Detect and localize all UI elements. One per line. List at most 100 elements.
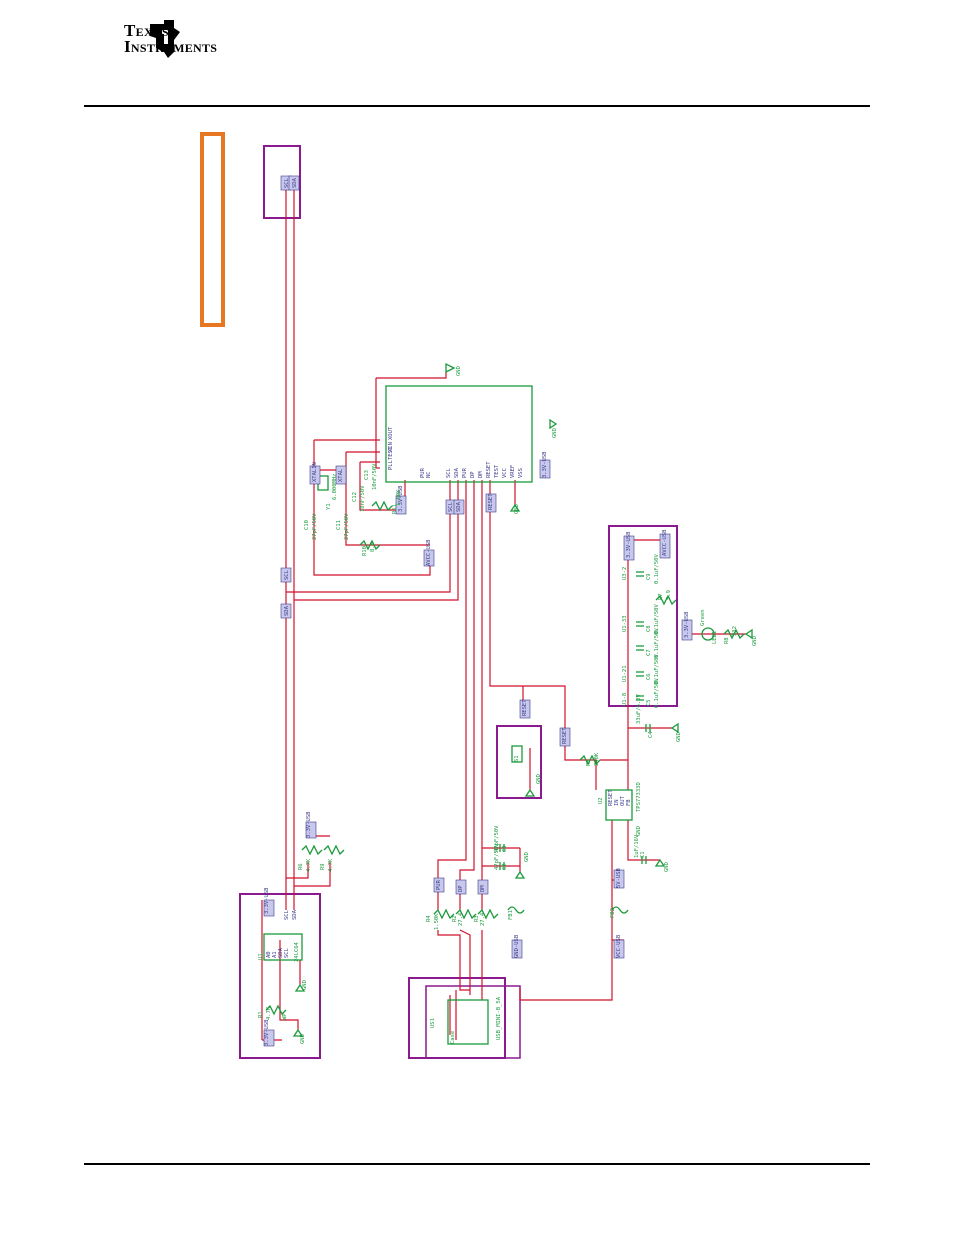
switch-net-label: RESET (522, 699, 528, 716)
mcu-reset-label: RESET (488, 493, 494, 510)
top-sda-label: SDA (292, 177, 298, 188)
c1-value: 1uF/16V (634, 834, 640, 858)
ground-symbols (292, 362, 753, 1037)
regulator-body (605, 789, 633, 821)
switch-symbol (511, 745, 523, 763)
regulator-ref: U2 (598, 797, 604, 804)
resistor-r2 (455, 908, 477, 920)
resistor-r8 (723, 628, 745, 640)
decoupling-title-4: U3-2 (622, 567, 628, 580)
bus-scl-label: SCL (284, 569, 290, 580)
decoupling-title-3: U1-33 (622, 615, 628, 632)
mcu-bpin-0: SCL (446, 467, 452, 478)
company-name: Texas Instruments (124, 22, 218, 56)
usb-pur-label: PUR (436, 879, 442, 890)
led-ref: LED1 (712, 631, 718, 644)
r10-value: 8.8 (370, 542, 376, 552)
decoupling-title-1: U1-8 (622, 693, 628, 706)
gnd-label-3: GND (514, 504, 520, 514)
r11-ref: R11 (392, 504, 398, 514)
crystal-value: 6.000MHz (332, 474, 338, 501)
mcu-body (385, 385, 533, 483)
regulator-pin-0: RESET (608, 789, 614, 806)
logo-line-2: Instruments (124, 37, 218, 56)
r1-ref: R1 (258, 1011, 264, 1018)
ferrite-fb1 (507, 906, 525, 914)
c9-value: 0.1uF/50V (654, 554, 660, 584)
c13-value: 10nF/50V (372, 463, 378, 490)
resistor-r11 (371, 500, 393, 512)
mcu-sda-label: SDA (456, 501, 462, 512)
eeprom-pin-sda: SDA (278, 947, 284, 958)
r6-value: 4.7K (306, 858, 312, 872)
r7-ref: R7 (658, 593, 664, 600)
mcu-bpin-1: SDA (454, 467, 460, 478)
fb1-ref: FB1 (508, 910, 514, 920)
c12-ref: C12 (352, 492, 358, 502)
c2-ref: C2 (502, 863, 508, 870)
decoupling-supply-1: 3.3V-USB (626, 531, 632, 558)
mcu-pin-xin: XIN (388, 442, 394, 452)
r6-ref: R6 (298, 863, 304, 870)
eeprom-sda-label: SDA (292, 909, 298, 920)
footer-rule (84, 1163, 870, 1165)
usb-dp-label: DP (458, 885, 464, 892)
crystal-ref: Y1 (326, 503, 332, 510)
led-color: Green (700, 609, 706, 626)
c4-ref: C4 (648, 731, 654, 738)
net-label-boxes (263, 175, 693, 1047)
r2-ref: R2 (452, 915, 458, 922)
resistor-r7 (655, 594, 677, 606)
r4-ref: R4 (426, 915, 432, 922)
regulator-pin-6: FB (626, 799, 632, 806)
resistor-r5 (579, 754, 601, 766)
gnd-label-6: GND (664, 862, 670, 872)
fb2-ref: FB2 (610, 908, 616, 918)
c12-value: 10nF/50V (360, 485, 366, 512)
header-rule (84, 105, 870, 107)
eeprom-wp-label: WP (282, 1013, 288, 1020)
gnd-label-2: GND (552, 428, 558, 438)
c10-ref: C10 (304, 520, 310, 530)
c6-ref: C6 (646, 673, 652, 680)
resistor-r1 (265, 1004, 287, 1016)
gnd-label-11: GND (636, 826, 642, 836)
c7-value: 0.1uF/50V (654, 628, 660, 658)
decoupling-box (608, 525, 678, 707)
r3-ref: R3 (474, 915, 480, 922)
switch-ref: S1 (514, 755, 520, 762)
c4-value: 33uF/6.3V (636, 694, 642, 724)
c5-ref: C5 (646, 699, 652, 706)
r9-value: 4.7K (328, 858, 334, 872)
eeprom-box (239, 893, 321, 1059)
mcu-power-label-1: 3.3V-USB (398, 485, 404, 512)
eeprom-scl-label: SCL (284, 909, 290, 920)
usb-vcc-label: VCC-USB (616, 934, 622, 958)
mcu-bpin-2: PUR (462, 467, 468, 478)
gnd-label-8: GND (300, 1034, 306, 1044)
r8-value: 332 (732, 626, 738, 636)
c3-ref: C3 (502, 845, 508, 852)
highlight-box (200, 132, 225, 327)
c13-ref: C13 (364, 470, 370, 480)
component-labels: SCL SDA SCL SDA SCL SDA RESET XOUT XIN P… (258, 177, 758, 1046)
xtal-in-label: XTALIN (312, 462, 318, 482)
eeprom-pin-a1: A1 (272, 951, 278, 958)
r5-value: 240K (594, 752, 600, 766)
r4-value: 1.50K (434, 913, 440, 930)
usb-connector-inner-box (425, 985, 521, 1059)
r10-ref: R10 (362, 546, 368, 556)
eeprom-pin-a0: A0 (266, 951, 272, 958)
c8-ref: C8 (646, 625, 652, 632)
eeprom-pin-scl: SCL (284, 947, 290, 958)
ferrite-fb2 (611, 906, 629, 914)
mcu-bpin-8: VREF (510, 465, 516, 478)
mcu-pin-plltest: PLLTEST (388, 446, 394, 470)
c9-ref: C9 (646, 573, 652, 580)
pullup-supply-label: 3.3V-USB (306, 811, 312, 838)
r11-value: 1.60K (396, 489, 402, 506)
mcu-pin-xout: XOUT (388, 426, 394, 440)
eeprom-part: 24LC64 (294, 941, 300, 962)
usb-dm-label: DM (480, 885, 486, 892)
